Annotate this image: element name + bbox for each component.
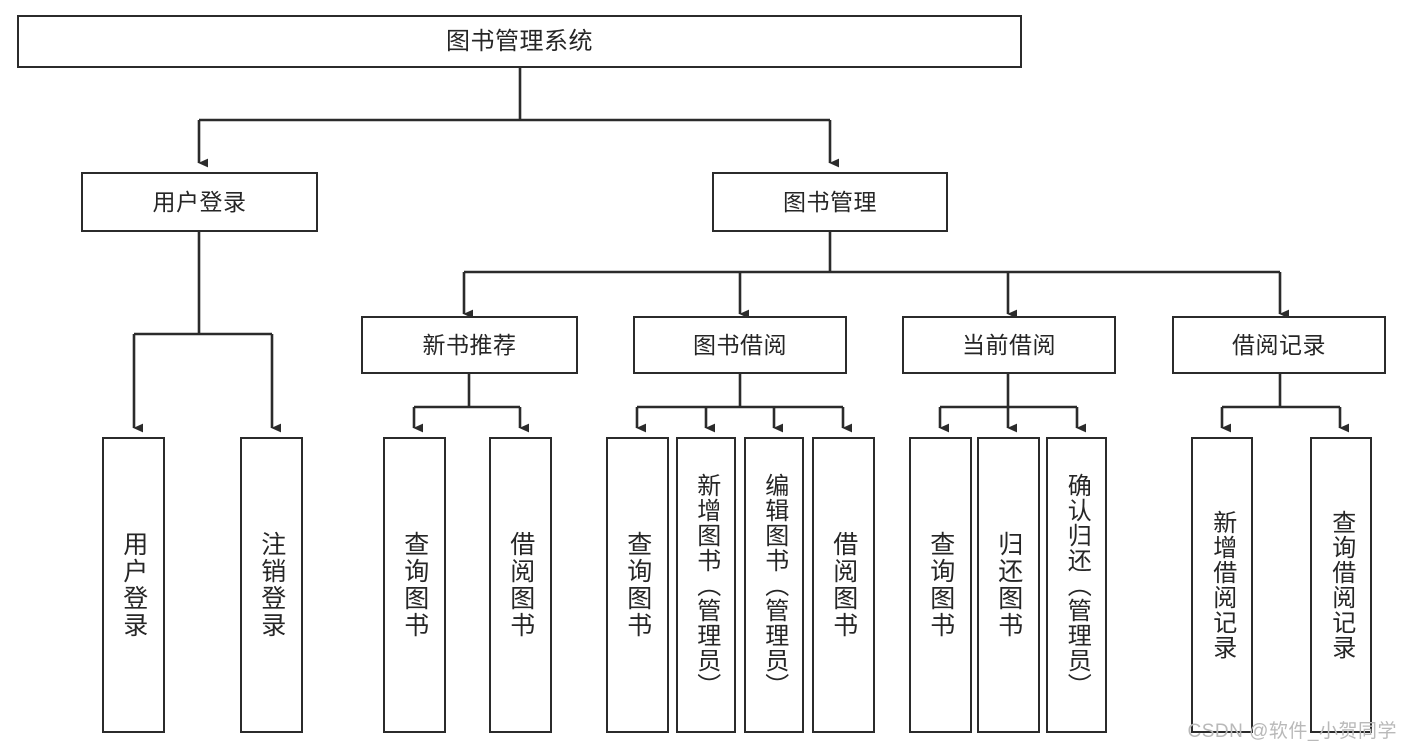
node-label: 图书借阅 <box>693 331 787 358</box>
node-leaf-logout[interactable]: 注销登录 <box>240 437 303 733</box>
node-leaf-return-book[interactable]: 归还图书 <box>977 437 1040 733</box>
node-leaf-query-book-borrow[interactable]: 查询图书 <box>606 437 669 733</box>
node-user-login[interactable]: 用户登录 <box>81 172 318 232</box>
node-leaf-borrow-book-recommend[interactable]: 借阅图书 <box>489 437 552 733</box>
node-label: 图书管理系统 <box>446 27 593 55</box>
node-label: 新书推荐 <box>422 331 517 358</box>
node-leaf-query-book-recommend[interactable]: 查询图书 <box>383 437 446 733</box>
node-leaf-add-book-admin[interactable]: 新增图书（管理员） <box>676 437 736 733</box>
node-label: 注销登录 <box>257 531 286 639</box>
node-label: 查询图书 <box>623 531 652 639</box>
node-book-manage[interactable]: 图书管理 <box>712 172 948 232</box>
node-leaf-edit-book-admin[interactable]: 编辑图书（管理员） <box>744 437 804 733</box>
node-borrow-record[interactable]: 借阅记录 <box>1172 316 1386 374</box>
node-label: 借阅图书 <box>829 531 858 639</box>
node-label: 当前借阅 <box>962 331 1056 358</box>
node-label: 确认归还（管理员） <box>1063 472 1091 698</box>
node-label: 图书管理 <box>783 188 877 215</box>
node-label: 查询图书 <box>926 531 955 639</box>
node-current-borrow[interactable]: 当前借阅 <box>902 316 1116 374</box>
node-leaf-add-borrow-record[interactable]: 新增借阅记录 <box>1191 437 1253 733</box>
node-label: 新增图书（管理员） <box>692 472 720 698</box>
node-leaf-query-borrow-record[interactable]: 查询借阅记录 <box>1310 437 1372 733</box>
node-label: 用户登录 <box>119 531 148 639</box>
node-label: 用户登录 <box>152 188 247 215</box>
node-label: 新增借阅记录 <box>1208 510 1236 660</box>
csdn-watermark: CSDN @软件_小贺同学 <box>1187 721 1397 742</box>
node-root-system[interactable]: 图书管理系统 <box>17 15 1022 68</box>
node-label: 借阅记录 <box>1232 331 1326 358</box>
node-leaf-query-book-current[interactable]: 查询图书 <box>909 437 972 733</box>
node-label: 查询图书 <box>400 531 429 639</box>
node-new-book-recommend[interactable]: 新书推荐 <box>361 316 578 374</box>
node-leaf-user-login[interactable]: 用户登录 <box>102 437 165 733</box>
node-label: 归还图书 <box>994 531 1023 639</box>
node-label: 查询借阅记录 <box>1327 510 1355 660</box>
node-label: 编辑图书（管理员） <box>760 472 788 698</box>
node-leaf-borrow-book-borrow[interactable]: 借阅图书 <box>812 437 875 733</box>
node-label: 借阅图书 <box>506 531 535 639</box>
node-leaf-confirm-return-admin[interactable]: 确认归还（管理员） <box>1046 437 1107 733</box>
node-book-borrow[interactable]: 图书借阅 <box>633 316 847 374</box>
